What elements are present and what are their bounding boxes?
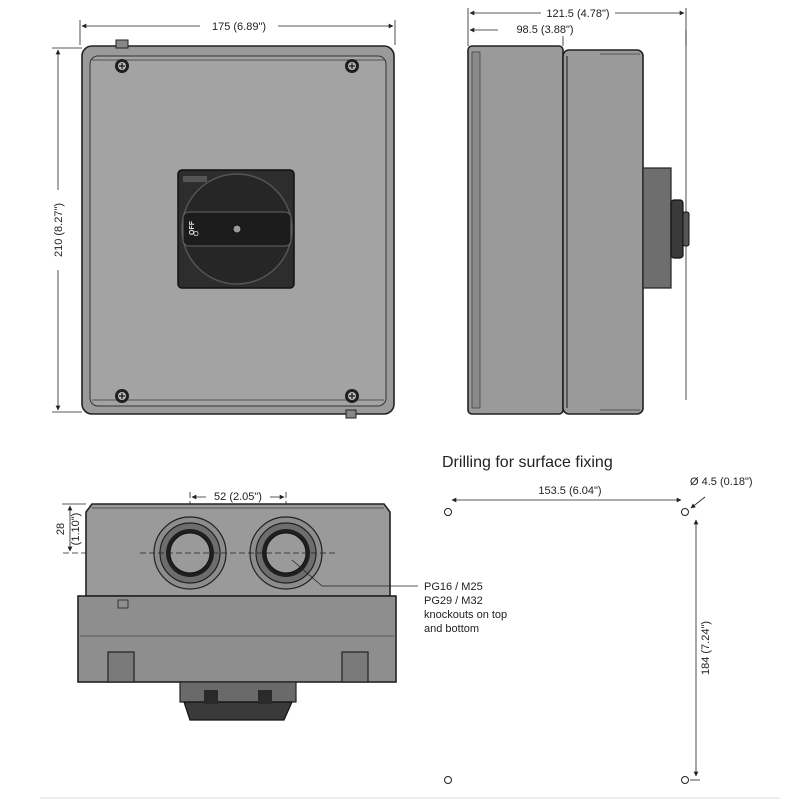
side-total-depth-bg (541, 6, 615, 20)
side-handle-grip (670, 199, 684, 259)
rotary-zero-label: O (193, 231, 199, 238)
side-handle-base (642, 167, 672, 289)
drill-hole-top-right (681, 508, 689, 516)
offset-label-bottom: (1.10") (70, 513, 82, 546)
drilling-pattern: Drilling for surface fixing 153.5 (6.04"… (442, 454, 753, 784)
screw-bottom-left-icon (115, 389, 129, 403)
bottom-cover-foot-left (107, 651, 135, 683)
bottom-housing-upper (85, 503, 391, 597)
bottom-handle-notch-left (204, 690, 218, 704)
side-body-depth-bg (498, 22, 590, 36)
drill-hole-top-left (444, 508, 452, 516)
front-top-tab (115, 39, 129, 49)
side-handle-knob (682, 211, 690, 247)
bottom-cover-foot-right (341, 651, 369, 683)
drill-horizontal-bg (532, 483, 608, 497)
knockout-spacing-bg (206, 489, 270, 503)
front-bottom-tab (345, 409, 357, 419)
bottom-view: 52 (2.05") 28 (1.10") PG16 / M25 PG29 / … (55, 489, 507, 721)
screw-top-right-icon (345, 59, 359, 73)
bottom-handle-notch-right (258, 690, 272, 704)
knockout-note-line4: and bottom (424, 623, 479, 635)
drill-vertical-label: 184 (7.24") (700, 621, 712, 675)
knockout-note-line2: PG29 / M32 (424, 595, 483, 607)
drilling-title: Drilling for surface fixing (442, 454, 613, 471)
side-base-rib (471, 51, 481, 409)
offset-label-top: 28 (55, 523, 67, 535)
screw-top-left-icon (115, 59, 129, 73)
front-width-label-bg (200, 18, 278, 32)
side-body-depth-label: 98.5 (3.88") (516, 24, 573, 36)
bottom-cover-marker (117, 599, 129, 609)
side-view: 121.5 (4.78") 98.5 (3.88") (467, 6, 690, 415)
front-width-label: 175 (6.89") (212, 21, 266, 33)
knockout-note-line3: knockouts on top (424, 609, 507, 621)
drill-hole-leader (690, 496, 706, 509)
drill-hole-bottom-left (444, 776, 452, 784)
side-cover (562, 49, 644, 415)
front-height-label: 210 (8.27") (53, 203, 65, 257)
knockout-spacing-label: 52 (2.05") (214, 491, 262, 503)
side-total-depth-label: 121.5 (4.78") (546, 8, 609, 20)
front-view: 175 (6.89") 210 (8.27") (51, 18, 396, 419)
bottom-handle-base (179, 681, 297, 703)
knockout-leader-diag (291, 559, 323, 587)
drill-hole-bottom-right (681, 776, 689, 784)
drill-hole-label: Ø 4.5 (0.18") (690, 476, 753, 488)
front-height-label-bg (51, 190, 65, 270)
side-base (467, 45, 564, 415)
knockout-note-line1: PG16 / M25 (424, 581, 483, 593)
rotary-switch-label-slot (183, 176, 207, 182)
rotary-off-label: OFF (189, 220, 196, 235)
rotary-handle-hub (232, 224, 242, 234)
bottom-handle-grip (183, 701, 293, 721)
drill-horizontal-label: 153.5 (6.04") (538, 485, 601, 497)
screw-bottom-right-icon (345, 389, 359, 403)
